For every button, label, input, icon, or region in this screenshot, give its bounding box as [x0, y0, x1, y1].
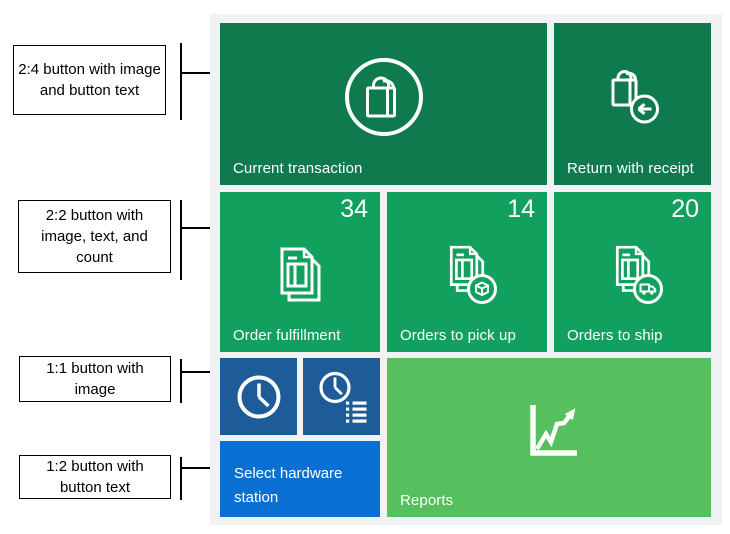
shopping-bag-circle-icon	[220, 23, 547, 185]
time-clock-entries-tile[interactable]	[303, 358, 380, 435]
shopping-bag-return-arrow-icon	[554, 23, 711, 185]
annotation-label: 2:4 button with image and button text	[18, 61, 161, 99]
tile-count: 14	[507, 195, 535, 223]
tile-count: 20	[671, 195, 699, 223]
tile-label: Current transaction	[233, 160, 363, 177]
annotation-box-1-1-button: 1:1 button with image	[19, 356, 171, 402]
tile-label: Reports	[400, 492, 454, 509]
tile-label: Order fulfillment	[233, 327, 341, 344]
annotation-label: 1:2 button with button text	[46, 458, 144, 496]
annotation-label: 2:2 button with image, text, and count	[41, 207, 148, 266]
tile-label: Return with receipt	[567, 160, 694, 177]
orders-to-pick-up-tile[interactable]: 14 Orders to pick up	[387, 192, 547, 352]
callout-bracket-line	[180, 43, 182, 120]
clock-list-icon	[303, 358, 380, 435]
line-chart-arrow-icon	[387, 358, 711, 517]
order-fulfillment-tile[interactable]: 34 Order fulfillment	[220, 192, 380, 352]
order-documents-package-icon	[387, 192, 547, 352]
annotation-label: 1:1 button with image	[46, 360, 144, 398]
return-with-receipt-tile[interactable]: Return with receipt	[554, 23, 711, 185]
callout-connector-line	[180, 467, 230, 469]
tile-label: Select hardware station	[234, 465, 343, 506]
tile-label: Orders to ship	[567, 327, 663, 344]
current-transaction-tile[interactable]: Current transaction	[220, 23, 547, 185]
callout-connector-line	[180, 371, 231, 373]
select-hardware-station-tile[interactable]: Select hardware station	[220, 441, 380, 517]
annotation-box-1-2-button: 1:2 button with button text	[19, 455, 171, 499]
callout-bracket-line	[180, 359, 182, 403]
order-documents-truck-icon	[554, 192, 711, 352]
callout-connector-line	[180, 72, 230, 74]
annotation-box-2-4-button: 2:4 button with image and button text	[13, 45, 166, 115]
orders-to-ship-tile[interactable]: 20 Orders to ship	[554, 192, 711, 352]
time-clock-tile[interactable]	[220, 358, 297, 435]
tile-count: 34	[340, 195, 368, 223]
callout-bracket-line	[180, 457, 182, 500]
annotation-box-2-2-button: 2:2 button with image, text, and count	[18, 200, 171, 273]
order-documents-icon	[220, 192, 380, 352]
callout-connector-line	[180, 227, 231, 229]
clock-icon	[220, 358, 297, 435]
reports-tile[interactable]: Reports	[387, 358, 711, 517]
tile-label: Orders to pick up	[400, 327, 516, 344]
callout-bracket-line	[180, 200, 182, 280]
